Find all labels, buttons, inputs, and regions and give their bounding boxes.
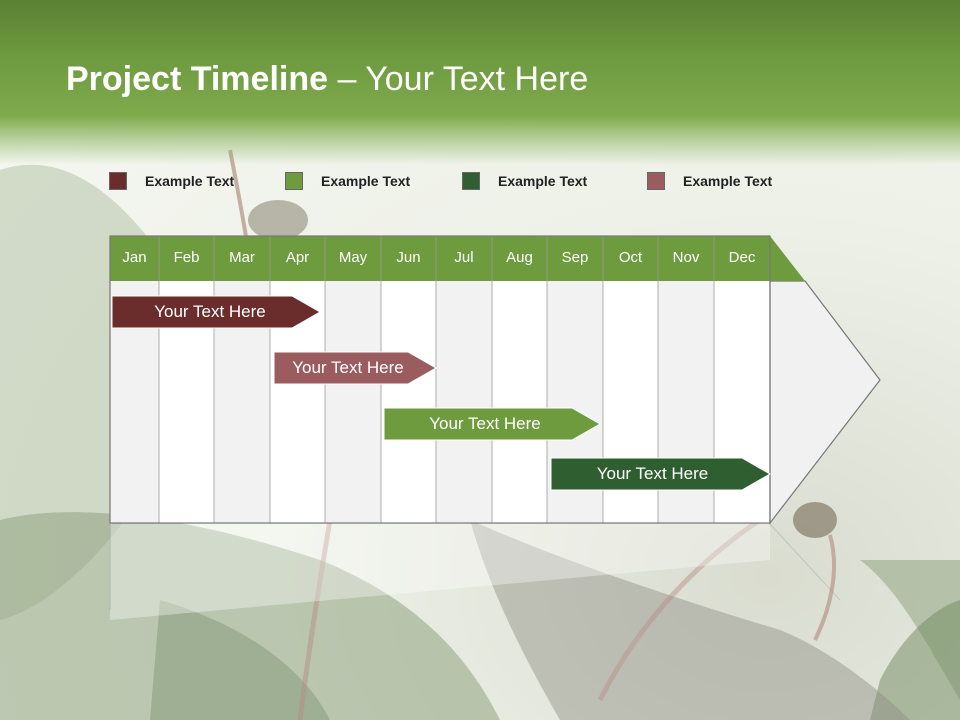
month-label: Jun	[396, 249, 421, 266]
month-label: Apr	[285, 249, 310, 266]
month-column	[436, 281, 492, 523]
legend-item-4: Example Text	[647, 170, 772, 192]
timeline-arrow-head	[769, 280, 881, 525]
month-label: Mar	[229, 249, 255, 266]
timeline-arrow-cap	[770, 236, 805, 281]
legend-item-1: Example Text	[109, 170, 234, 192]
month-label: Oct	[618, 249, 643, 266]
month-label: Jan	[122, 249, 147, 266]
month-column	[381, 281, 436, 523]
month-header-strip	[110, 236, 770, 281]
timeline-bar-label: Your Text Here	[292, 358, 404, 377]
header-band	[0, 0, 960, 165]
month-label: Aug	[506, 249, 533, 266]
month-label: Dec	[728, 249, 756, 266]
legend-swatch	[109, 172, 127, 190]
timeline-bar-4	[550, 457, 772, 491]
month-label: Feb	[173, 249, 200, 266]
timeline-bar-1	[111, 295, 322, 329]
timeline-bar-3	[383, 407, 602, 441]
month-label: May	[338, 249, 368, 266]
legend-item-2: Example Text	[285, 170, 410, 192]
legend-swatch	[647, 172, 665, 190]
legend-label: Example Text	[498, 173, 588, 189]
legend-swatch	[285, 172, 303, 190]
month-column	[325, 281, 381, 523]
slide-title: Project Timeline – Your Text Here	[66, 60, 588, 99]
legend-label: Example Text	[683, 173, 773, 189]
timeline-bar-label: Your Text Here	[596, 464, 709, 483]
slide-title-rest: – Your Text Here	[328, 60, 589, 98]
month-label: Nov	[672, 249, 700, 266]
month-label: Sep	[561, 249, 589, 266]
timeline-bar-label: Your Text Here	[154, 302, 266, 321]
slide-title-bold: Project Timeline	[66, 60, 329, 98]
timeline-bar-2	[273, 351, 438, 385]
legend-label: Example Text	[145, 173, 235, 189]
legend-item-3: Example Text	[462, 170, 587, 192]
timeline-reflection	[109, 523, 841, 620]
month-column	[492, 281, 547, 523]
timeline-frame	[109, 235, 771, 524]
timeline-bar-label: Your Text Here	[429, 414, 541, 433]
month-label: Jul	[454, 249, 474, 266]
legend-label: Example Text	[321, 173, 411, 189]
legend-swatch	[462, 172, 480, 190]
